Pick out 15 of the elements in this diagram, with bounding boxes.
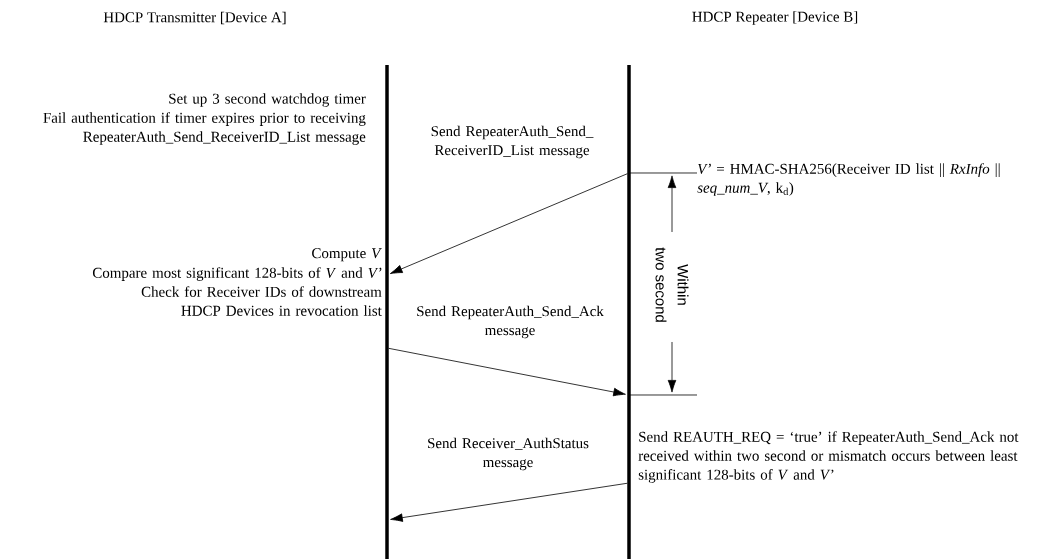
- annotation-text: Compute V: [312, 248, 382, 262]
- annotation-text: Set up 3 second watchdog timer: [169, 93, 366, 107]
- edge-label: Send Receiver_AuthStatus message: [428, 437, 589, 471]
- annotation-text: Send REAUTH_REQ = ‘true’ if RepeaterAuth_Send_Ack not received within two second or mismatch occurs between least significant 128-bits of V and V’: [638, 431, 1019, 483]
- annotation-text: Check for Receiver IDs of downstream HDCP Devices in revocation list: [141, 286, 382, 316]
- annotation-text: Fail authentication if timer expires prior to receiving RepeaterAuth_Send_ReceiverID_List message: [43, 112, 366, 145]
- annotation-text: V’ = HMAC-SHA256(Receiver ID list || RxInfo || seq_num_V, k$_{d}$): [697, 163, 1000, 196]
- message-arrow: [388, 347, 626, 397]
- edge-label: Send RepeaterAuth_Send_Ack message: [417, 305, 604, 339]
- message-arrow: [390, 482, 628, 522]
- dimension-text: two second: [655, 247, 667, 322]
- edge-label: Send RepeaterAuth_Send_ ReceiverID_List message: [431, 125, 594, 159]
- annotation-text: Compare most significant 128-bits of V and V’: [92, 267, 382, 281]
- dimension-text: Within: [677, 264, 689, 305]
- message-arrow: [389, 173, 628, 274]
